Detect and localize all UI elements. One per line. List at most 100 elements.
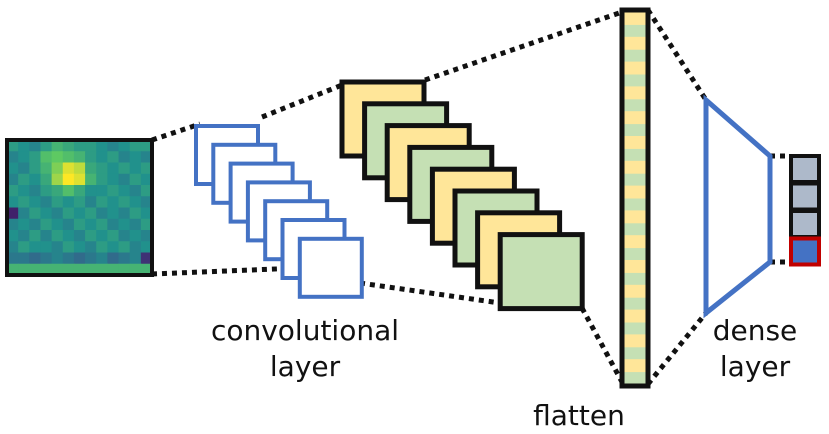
input-pixel xyxy=(62,207,75,220)
input-pixel xyxy=(129,263,142,276)
input-pixel xyxy=(129,196,142,209)
flatten-segment xyxy=(624,210,646,224)
connector-maps-bottom xyxy=(579,306,625,384)
input-pixel xyxy=(140,185,153,197)
input-pixel xyxy=(62,230,75,242)
input-pixel xyxy=(62,140,75,152)
input-pixel xyxy=(51,140,64,152)
input-pixel xyxy=(18,140,30,152)
input-pixel xyxy=(40,252,53,265)
input-pixel xyxy=(85,252,97,265)
input-pixel xyxy=(85,207,97,220)
input-pixel xyxy=(140,140,153,152)
input-pixel xyxy=(140,241,153,254)
input-pixel xyxy=(62,252,75,265)
input-pixel xyxy=(51,218,64,231)
input-pixel xyxy=(73,207,86,220)
input-pixel xyxy=(96,218,108,231)
input-pixel xyxy=(18,151,30,164)
input-pixel xyxy=(107,173,120,186)
input-pixel xyxy=(62,151,75,164)
feature-maps xyxy=(339,79,585,312)
input-pixel xyxy=(140,151,153,164)
input-pixel xyxy=(7,162,19,175)
input-pixel xyxy=(40,263,53,276)
input-pixel xyxy=(118,263,131,276)
input-pixel xyxy=(140,218,153,231)
input-pixel xyxy=(118,230,131,242)
input-pixel xyxy=(129,252,142,265)
input-pixel xyxy=(73,252,86,265)
input-pixel xyxy=(62,218,75,231)
input-pixel xyxy=(29,196,42,209)
input-pixel xyxy=(118,218,131,231)
output-cell-selected xyxy=(789,236,821,267)
input-pixel xyxy=(7,230,19,242)
input-image-border xyxy=(5,138,154,277)
connector-input-top xyxy=(151,121,201,143)
input-pixel xyxy=(40,151,53,164)
flatten-vector-segments xyxy=(624,12,646,373)
flatten-segment xyxy=(624,111,646,125)
input-pixel xyxy=(85,173,97,186)
input-pixel xyxy=(129,140,142,152)
flatten-segment xyxy=(624,185,646,199)
input-pixel xyxy=(107,218,120,231)
input-pixel xyxy=(96,173,108,186)
input-pixel xyxy=(118,252,131,265)
input-pixel xyxy=(85,218,97,231)
input-pixel xyxy=(7,151,19,164)
input-pixel xyxy=(96,207,108,220)
input-pixel xyxy=(107,140,120,152)
input-pixel xyxy=(107,230,120,242)
input-pixel xyxy=(118,151,131,164)
input-pixel xyxy=(29,173,42,186)
feature-map xyxy=(497,232,585,312)
input-pixel xyxy=(118,140,131,152)
input-pixel xyxy=(96,196,108,209)
input-pixel xyxy=(29,218,42,231)
dense-layer-shape xyxy=(703,94,773,319)
input-pixel xyxy=(107,196,120,209)
input-pixel xyxy=(85,241,97,254)
input-pixel xyxy=(96,185,108,197)
input-pixel xyxy=(129,173,142,186)
input-pixel xyxy=(85,140,97,152)
flatten-vector-border xyxy=(619,7,651,389)
input-pixel xyxy=(29,263,42,276)
input-pixel xyxy=(7,241,19,254)
dense-layer-label-line2: layer xyxy=(719,350,791,383)
conv-layer-label-line1: convolutional xyxy=(210,314,400,347)
connector-conv-bottom xyxy=(359,280,501,306)
input-pixel xyxy=(7,207,19,220)
flatten-segment xyxy=(624,359,646,373)
input-pixel xyxy=(7,196,19,209)
input-pixel xyxy=(140,173,153,186)
input-pixel xyxy=(85,196,97,209)
input-pixel xyxy=(129,218,142,231)
input-pixel xyxy=(18,162,30,175)
input-pixel xyxy=(140,196,153,209)
input-pixel xyxy=(18,207,30,220)
input-pixel xyxy=(18,230,30,242)
flatten-segment xyxy=(624,36,646,50)
flatten-segment xyxy=(624,136,646,149)
input-pixel xyxy=(51,162,64,175)
input-pixel xyxy=(7,252,19,265)
input-pixel xyxy=(96,140,108,152)
input-pixel xyxy=(51,196,64,209)
input-pixel xyxy=(40,140,53,152)
input-pixel xyxy=(51,230,64,242)
input-pixel xyxy=(40,173,53,186)
input-pixel xyxy=(96,162,108,175)
input-pixel xyxy=(73,230,86,242)
input-pixel xyxy=(18,196,30,209)
conv-layer-label-line2: layer xyxy=(269,350,341,383)
flatten-segment xyxy=(624,260,646,273)
flatten-label: flatten xyxy=(524,398,634,434)
connector-lines xyxy=(151,8,790,386)
input-pixel xyxy=(40,241,53,254)
input-pixel xyxy=(7,185,19,197)
input-pixel xyxy=(73,263,86,276)
input-pixel xyxy=(96,252,108,265)
